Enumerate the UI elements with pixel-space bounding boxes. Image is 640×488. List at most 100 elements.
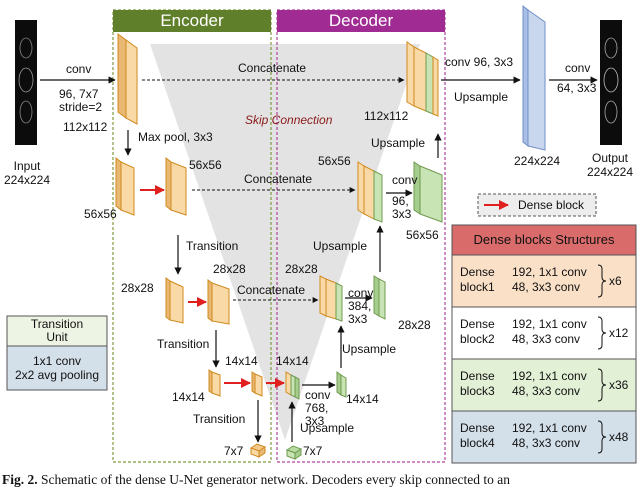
input-image xyxy=(15,20,37,145)
dense-block-4-spec-1: 192, 1x1 conv xyxy=(512,421,587,435)
input-label: Input xyxy=(13,159,41,173)
dec-block-14-concat xyxy=(285,371,300,400)
dense-block-brace-3 xyxy=(597,368,607,402)
transition-unit-title-box xyxy=(6,315,108,347)
size-7-dec: 7x7 xyxy=(303,444,323,458)
dense-block-3-name-2: block3 xyxy=(460,384,495,398)
concatenate-label-28: Concatenate xyxy=(237,283,306,297)
dense-block-2-name-1: Dense xyxy=(460,317,495,331)
final-conv-param: 64, 3x3 xyxy=(557,81,597,95)
dense-block-4-name-1: Dense xyxy=(460,421,495,435)
size-28-enc-a: 28x28 xyxy=(121,281,154,295)
dense-block-brace-4 xyxy=(597,420,607,454)
caption-fig-number: Fig. 2. xyxy=(2,472,38,487)
size-7-enc: 7x7 xyxy=(224,444,244,458)
size-112-enc: 112x112 xyxy=(63,120,108,134)
upsample-label-28: Upsample xyxy=(313,239,368,253)
decoder-title: Decoder xyxy=(328,11,394,30)
upsample-label-56: Upsample xyxy=(371,136,426,150)
conv14-line-1: conv xyxy=(305,388,331,402)
decoder-header xyxy=(277,10,445,32)
dense-block-3-spec-2: 48, 3x3 conv xyxy=(512,384,581,398)
dense-block-1-spec-1: 192, 1x1 conv xyxy=(512,265,587,279)
size-224-mid: 224x224 xyxy=(514,154,561,168)
dec-block-56-conv xyxy=(413,161,443,223)
size-112-dec: 112x112 xyxy=(364,109,409,123)
concatenate-label-112: Concatenate xyxy=(238,61,307,75)
size-28-dec-b: 28x28 xyxy=(398,318,431,332)
size-56-enc-a: 56x56 xyxy=(84,207,117,221)
dec-block-56-concat xyxy=(357,161,383,223)
dense-block-2-name-2: block2 xyxy=(460,332,495,346)
conv56-line-2: 96, xyxy=(392,194,409,208)
transition-label-2: Transition xyxy=(157,337,210,351)
enc-block-56a xyxy=(115,156,135,216)
size-14-enc-b: 14x14 xyxy=(225,354,258,368)
dense-structures-title: Dense blocks Structures xyxy=(473,232,615,247)
enc-block-112 xyxy=(117,33,138,125)
caption-text: Schematic of the dense U-Net generator n… xyxy=(37,472,510,487)
conv28-line-3: 3x3 xyxy=(348,312,368,326)
dense-block-1-multiplier: x6 xyxy=(609,274,622,288)
dense-block-1-spec-2: 48, 3x3 conv xyxy=(512,280,581,294)
transition-unit-body-1: 1x1 conv xyxy=(32,354,82,368)
dense-block-4-spec-2: 48, 3x3 conv xyxy=(512,436,581,450)
legend-dense-block-label: Dense block xyxy=(518,198,585,212)
dense-block-2-spec-2: 48, 3x3 conv xyxy=(512,332,581,346)
transition-label-3: Transition xyxy=(193,412,246,426)
enc-block-14a xyxy=(208,369,221,397)
size-14-dec-a: 14x14 xyxy=(276,354,309,368)
size-28-enc-b: 28x28 xyxy=(213,262,246,276)
figure-caption: Fig. 2. Schematic of the dense U-Net gen… xyxy=(2,472,510,488)
dense-block-1-name-1: Dense xyxy=(460,265,495,279)
encoder-header xyxy=(113,10,271,32)
skip-connection-funnel xyxy=(150,44,420,440)
enc-block-14b xyxy=(251,371,263,397)
size-28-dec-a: 28x28 xyxy=(285,262,318,276)
dec-block-224 xyxy=(522,4,546,151)
enc-block-28a xyxy=(165,277,184,324)
conv56-line-1: conv xyxy=(392,173,418,187)
dense-block-2-spec-1: 192, 1x1 conv xyxy=(512,317,587,331)
final-conv-op: conv xyxy=(565,61,591,75)
enc-block-7 xyxy=(249,443,267,458)
dense-block-brace-1 xyxy=(597,264,607,298)
transition-unit-body-box xyxy=(6,345,108,391)
dense-block-3-multiplier: x36 xyxy=(609,378,629,392)
dec-block-7 xyxy=(285,445,303,460)
dec-block-28-concat xyxy=(319,275,343,322)
dec-block-14-conv xyxy=(336,371,347,398)
dec-block-28-conv xyxy=(373,275,386,320)
dense-structures-rows xyxy=(451,254,637,464)
conv-in-param-1: 96, 7x7 xyxy=(59,87,99,101)
legend-dense-block xyxy=(477,193,597,217)
size-56-enc-b: 56x56 xyxy=(189,158,222,172)
transition-unit-body-2: 2x2 avg pooling xyxy=(14,368,100,382)
dense-block-3-name-1: Dense xyxy=(460,369,495,383)
upsample-label-7: Upsample xyxy=(300,421,355,435)
dense-block-4-multiplier: x48 xyxy=(609,430,629,444)
conv14-line-3: 3x3 xyxy=(305,414,325,428)
upsample-label-14: Upsample xyxy=(342,342,397,356)
size-14-dec-b: 14x14 xyxy=(346,392,379,406)
conv-in-param-2: stride=2 xyxy=(59,100,103,114)
conv14-line-2: 768, xyxy=(305,401,329,415)
conv56-line-3: 3x3 xyxy=(392,207,412,221)
conv112-label: conv 96, 3x3 xyxy=(445,55,514,69)
input-size: 224x224 xyxy=(3,173,51,187)
skip-connection-label: Skip Connection xyxy=(245,113,333,127)
dec-block-112-concat xyxy=(406,41,439,117)
conv-in-op: conv xyxy=(66,62,92,76)
transition-label-1: Transition xyxy=(186,239,239,253)
upsample-label-112: Upsample xyxy=(454,90,509,104)
conv28-line-1: conv xyxy=(348,286,374,300)
encoder-title: Encoder xyxy=(160,11,224,30)
output-size: 224x224 xyxy=(586,165,634,179)
transition-unit-title-2: Unit xyxy=(46,330,68,344)
dense-block-brace-2 xyxy=(597,316,607,350)
maxpool-label: Max pool, 3x3 xyxy=(138,130,213,144)
enc-block-28b xyxy=(207,279,230,325)
conv28-line-2: 384, xyxy=(348,299,372,313)
